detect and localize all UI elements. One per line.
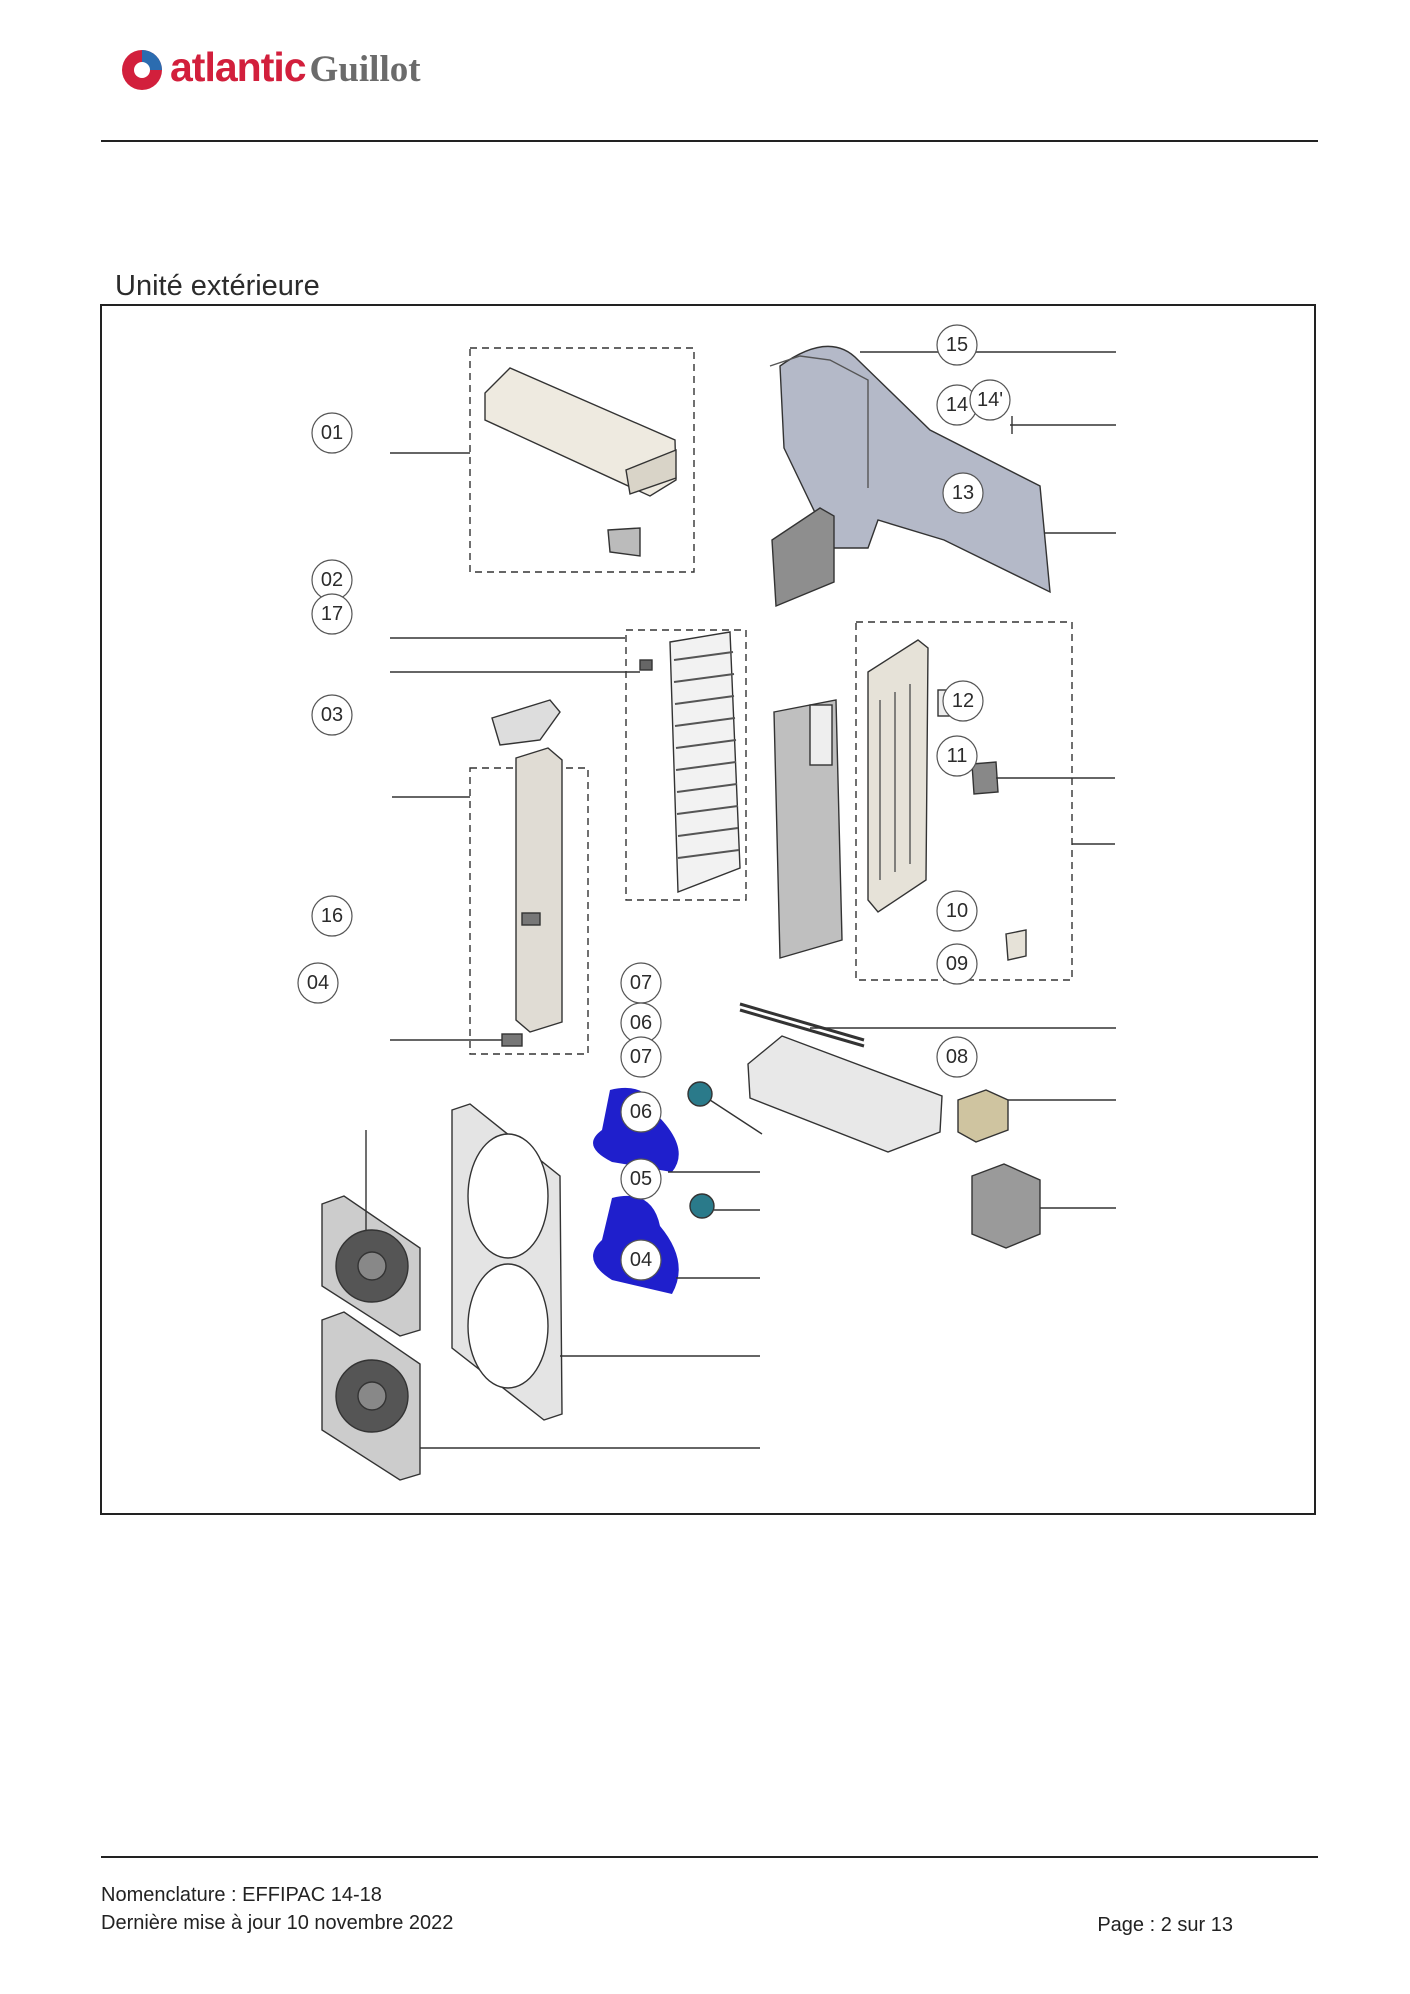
brand-secondary: Guillot	[309, 49, 421, 90]
callout-15: 15	[936, 324, 978, 366]
callout-08: 08	[936, 1036, 978, 1078]
svg-text:07: 07	[630, 1046, 652, 1068]
svg-text:03: 03	[321, 704, 343, 726]
callout-09: 09	[936, 943, 978, 985]
diagram-frame	[100, 304, 1316, 1515]
group-box-control	[855, 621, 1073, 981]
callout-14-prime: 14'	[969, 379, 1011, 421]
group-box-01	[469, 347, 695, 573]
footer-divider	[101, 1856, 1318, 1858]
svg-text:13: 13	[952, 482, 974, 504]
callout-02: 02	[311, 559, 353, 601]
callout-07-b: 07	[620, 1036, 662, 1078]
callout-17: 17	[311, 593, 353, 635]
svg-text:04: 04	[307, 972, 329, 994]
callout-07-a: 07	[620, 962, 662, 1004]
brand-wordmark: atlantic Guillot	[170, 44, 421, 104]
brand-primary: atlantic	[170, 44, 307, 90]
svg-text:12: 12	[952, 690, 974, 712]
svg-text:05: 05	[630, 1168, 652, 1190]
callout-11: 11	[936, 735, 978, 777]
callout-12: 12	[942, 680, 984, 722]
header-divider	[101, 140, 1318, 142]
svg-text:02: 02	[321, 569, 343, 591]
reactor	[957, 1089, 1009, 1143]
side-plate	[771, 507, 835, 608]
callout-16: 16	[311, 895, 353, 937]
callout-03: 03	[311, 694, 353, 736]
group-box-02	[625, 629, 747, 901]
svg-text:10: 10	[946, 900, 968, 922]
svg-text:06: 06	[630, 1012, 652, 1034]
svg-text:14': 14'	[977, 389, 1003, 411]
callout-10: 10	[936, 890, 978, 932]
callout-layer: 01 02 17 03 16 04 07 06 07 06 05 04 15 1…	[297, 324, 1011, 1281]
side-panel	[515, 747, 563, 1033]
compressor	[971, 1163, 1041, 1249]
callout-04-left: 04	[297, 962, 339, 1004]
svg-text:09: 09	[946, 953, 968, 975]
footer-updated: Dernière mise à jour 10 novembre 2022	[101, 1912, 454, 1934]
svg-text:01: 01	[321, 422, 343, 444]
section-title: Unité extérieure	[115, 270, 320, 302]
side-panel-bracket	[491, 699, 561, 746]
svg-text:17: 17	[321, 603, 343, 625]
callout-01: 01	[311, 412, 353, 454]
footer-page-number: Page : 2 sur 13	[1097, 1914, 1233, 1936]
callout-06-a: 06	[620, 1002, 662, 1044]
svg-text:16: 16	[321, 905, 343, 927]
svg-text:11: 11	[947, 745, 968, 767]
svg-text:04: 04	[630, 1249, 652, 1271]
callout-04-fan: 04	[620, 1239, 662, 1281]
callout-06-b: 06	[620, 1091, 662, 1133]
fan-motor-upper	[687, 1081, 713, 1107]
control-board	[867, 639, 929, 913]
fan-motor-lower	[689, 1193, 715, 1219]
terminal-block	[971, 761, 999, 795]
callout-14: 14	[936, 384, 978, 426]
base-tray	[747, 1035, 943, 1153]
heat-exchanger	[779, 345, 1051, 594]
svg-text:08: 08	[946, 1046, 968, 1068]
svg-text:15: 15	[946, 334, 968, 356]
top-cover	[484, 367, 677, 497]
callout-05: 05	[620, 1158, 662, 1200]
svg-text:14: 14	[946, 394, 968, 416]
svg-text:06: 06	[630, 1101, 652, 1123]
atlantic-logo-icon	[122, 50, 162, 90]
group-box-03	[469, 767, 589, 1055]
brand-logo: atlantic Guillot	[118, 44, 498, 104]
svg-text:07: 07	[630, 972, 652, 994]
footer-nomenclature: Nomenclature : EFFIPAC 14-18	[101, 1884, 382, 1906]
callout-13: 13	[942, 472, 984, 514]
